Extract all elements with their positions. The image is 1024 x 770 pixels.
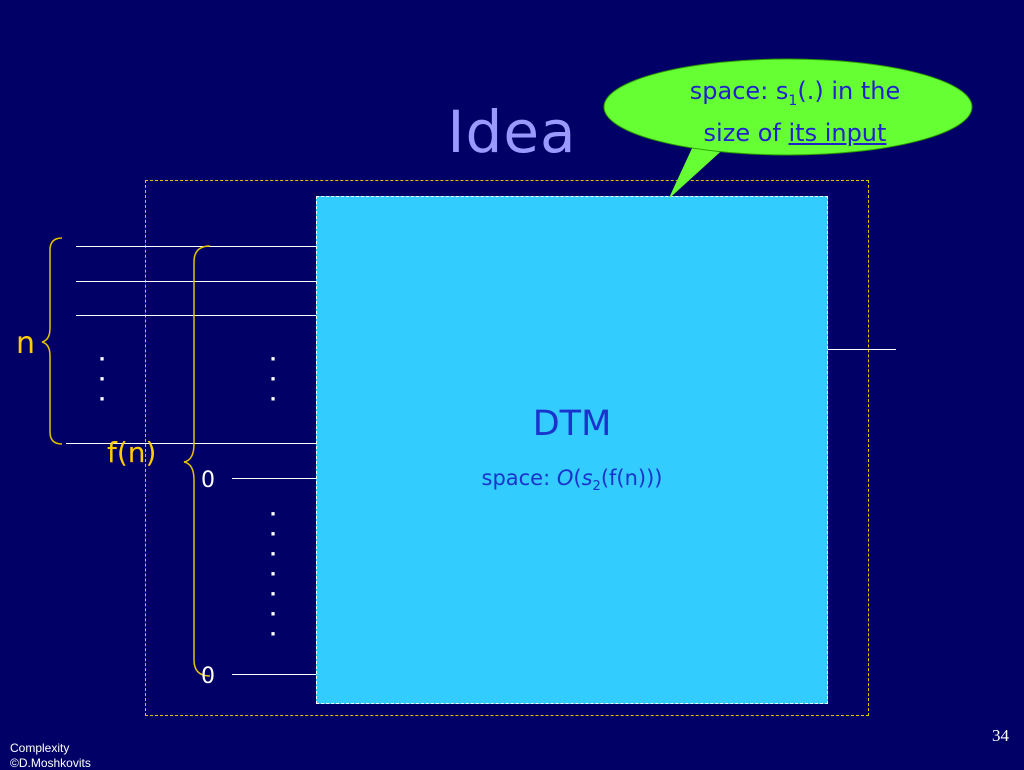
callout-bubble [603,58,973,198]
dtm-box [316,196,828,704]
callout-text: space: s1(.) in the size of its input [689,77,901,147]
output-wire [828,349,896,350]
ellipsis-dots: ··· [269,349,277,410]
input-wire [76,246,316,247]
ellipsis-dots: ······· [269,504,277,645]
dtm-label: DTM [532,404,612,444]
ellipsis-dots: ··· [98,349,106,410]
dtm-space-label: space: O(s2(f(n))) [481,466,663,495]
brace-fn-icon [183,245,211,677]
input-wire [76,281,316,282]
padding-zero-top: 0 [201,468,215,493]
brace-n-icon [41,237,63,445]
input-wire [66,443,316,444]
fn-label: f(n) [107,436,157,469]
footer-course: Complexity [10,741,70,755]
n-label: n [16,326,36,361]
padding-wire [232,674,316,675]
padding-zero-bottom: 0 [201,664,215,689]
outer-dashed-frame [145,180,869,716]
padding-wire [232,478,316,479]
input-wire [76,315,316,316]
footer-author: ©D.Moshkovits [10,756,91,770]
page-number: 34 [992,726,1009,745]
slide-title: Idea [447,98,577,166]
